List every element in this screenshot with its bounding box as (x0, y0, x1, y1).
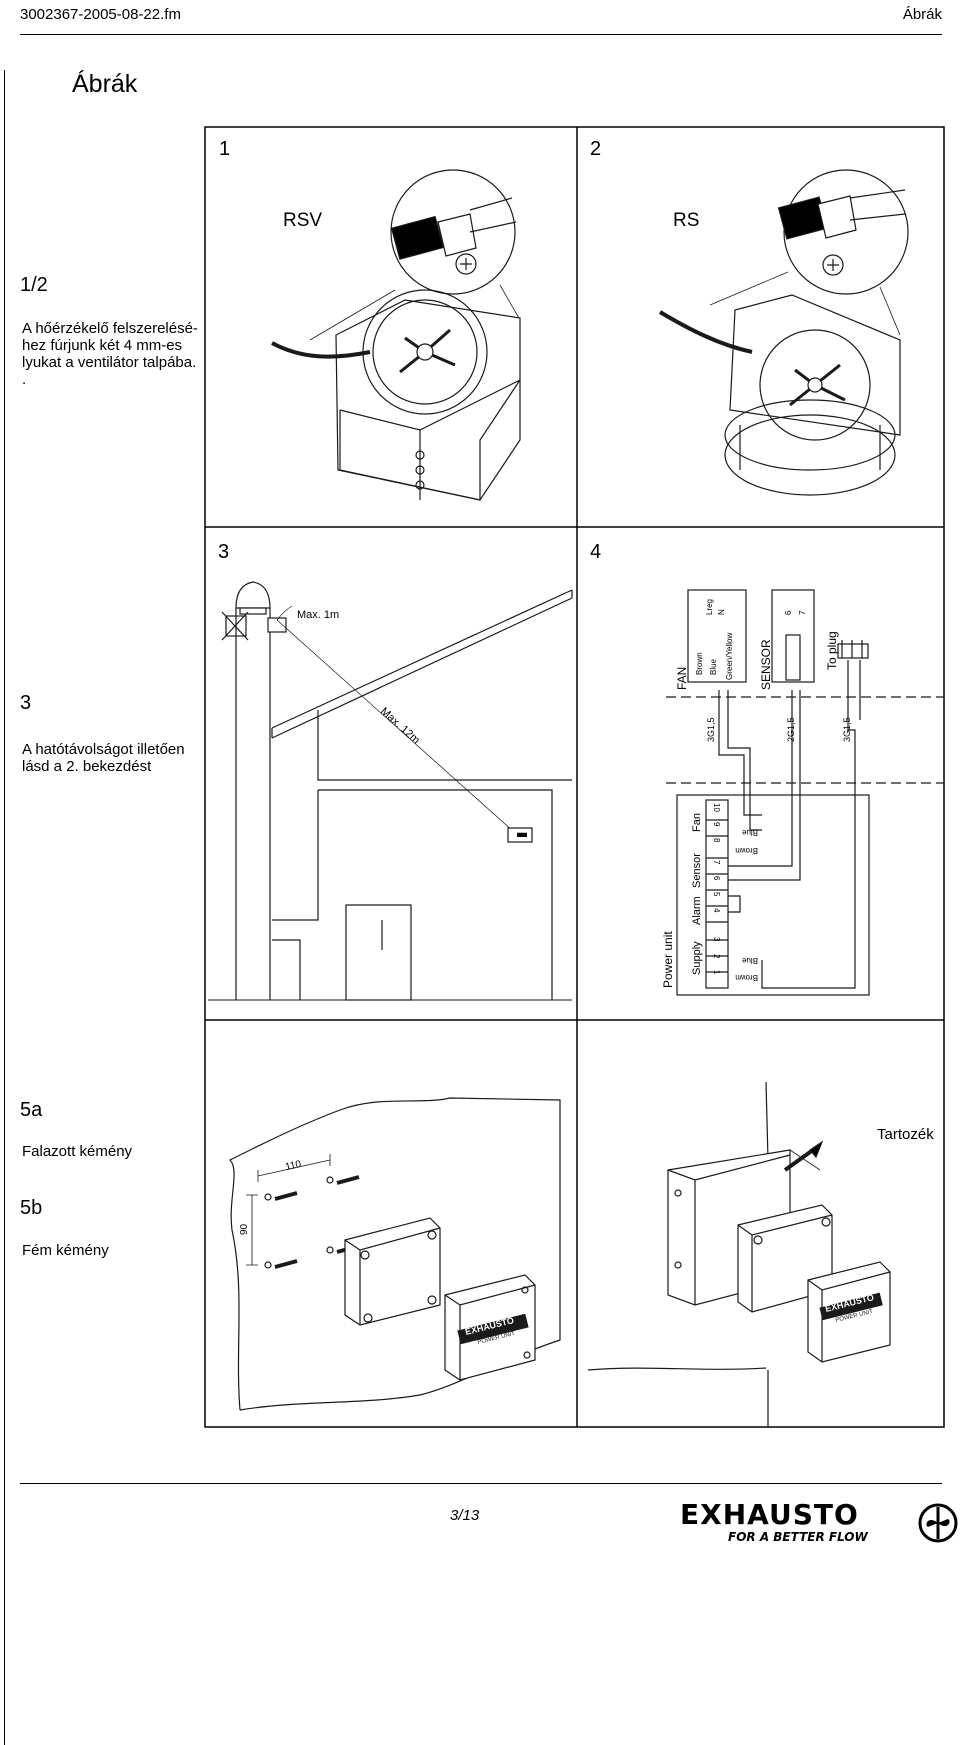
fig4-term-8: 8 (712, 838, 721, 843)
fig4-sensor-label: SENSOR (759, 639, 773, 690)
note-5a-text: Falazott kémény (22, 1143, 133, 1160)
fig3-max1-label: Max. 1m (297, 609, 339, 621)
footer-page-number: 3/13 (450, 1507, 480, 1524)
note-1-2-text: A hőérzékelő felszerelésé- hez fúrjunk k… (22, 320, 198, 388)
fig4-term-9: 9 (712, 822, 721, 827)
note-5b-heading: 5b (20, 1197, 43, 1219)
cell-1-number: 1 (219, 138, 230, 160)
fig5a-dim-110: 110 (284, 1159, 302, 1173)
fig4-group-alarm: Alarm (691, 896, 703, 925)
cell-2-label: RS (673, 210, 699, 231)
fig4-term-2: 2 (712, 954, 721, 959)
fig4-term-lreg: Lreg (705, 599, 714, 615)
fig3-max12-label: Max. 12m (378, 705, 422, 746)
page-title: Ábrák (72, 70, 138, 98)
fig4-term-6: 6 (712, 876, 721, 881)
fig5a-dim-90: 90 (239, 1223, 250, 1235)
cell-4-number: 4 (590, 541, 601, 563)
note-5b-text: Fém kémény (22, 1242, 109, 1259)
note-3-heading: 3 (20, 692, 32, 714)
fig4-cable-2: 2G1,5 (786, 717, 796, 742)
header-section: Ábrák (902, 6, 942, 23)
margin-rule (4, 70, 5, 1745)
fig4-group-supply: Supply (691, 941, 703, 975)
fig5-accessory-label: Tartozék (877, 1126, 934, 1143)
footer-rule (20, 1483, 942, 1484)
figure-2-rs-drawing (658, 169, 909, 496)
fig4-bottom-wire-blue-supply: Blue (741, 956, 758, 965)
figure-5b-mounting-drawing (587, 1081, 891, 1427)
fig4-cable-1: 3G1,5 (706, 717, 716, 742)
fig4-wire-blue: Blue (709, 658, 718, 675)
exhausto-fan-icon (918, 1503, 958, 1543)
fig4-term-5: 5 (712, 892, 721, 897)
fig4-bottom-wire-blue-fan: Blue (741, 828, 758, 837)
footer-logo: EXHAUSTO FOR A BETTER FLOW (680, 1500, 920, 1550)
fig4-sensor-term-6: 6 (784, 610, 793, 615)
header-rule (20, 34, 942, 35)
fig4-term-4: 4 (712, 908, 721, 913)
fig4-fan-label: FAN (675, 667, 689, 690)
fig4-sensor-term-7: 7 (798, 610, 807, 615)
note-3-text: A hatótávolságot illetően lásd a 2. beke… (22, 741, 185, 775)
footer-slogan: FOR A BETTER FLOW (728, 1530, 868, 1544)
note-5a-heading: 5a (20, 1099, 43, 1121)
figure-grid: 1 2 RSV RS 3 4 (204, 126, 945, 1428)
fig4-term-1: 1 (712, 970, 721, 975)
header-file-name: 3002367-2005-08-22.fm (20, 6, 181, 23)
fig4-term-n: N (717, 609, 726, 615)
fig4-labels: FAN SENSOR To plug Brown Blue Green/Yell… (661, 599, 852, 988)
grid-frame (204, 126, 945, 1428)
note-1-2-heading: 1/2 (20, 274, 48, 296)
fig4-bottom-wire-brown-fan: Brown (735, 846, 758, 855)
fig4-group-fan: Fan (691, 813, 703, 832)
fig4-wire-green-yellow: Green/Yellow (725, 632, 734, 680)
fig4-cable-3: 3G1,5 (842, 717, 852, 742)
svg-text:▀▀: ▀▀ (517, 832, 527, 841)
figure-4-wiring-drawing (666, 589, 944, 996)
cell-1-label: RSV (283, 210, 322, 231)
fig4-wire-brown: Brown (695, 652, 704, 675)
fig4-term-3: 3 (712, 937, 721, 942)
cell-2-number: 2 (590, 138, 601, 160)
figure-1-rsv-drawing (271, 169, 521, 501)
footer-brand: EXHAUSTO (680, 1498, 859, 1531)
fig4-power-unit: Power unit (661, 931, 675, 988)
fig4-term-7: 7 (712, 860, 721, 865)
fig4-term-10: 10 (712, 803, 721, 812)
figure-5a-mounting-drawing (228, 1097, 561, 1411)
fig4-to-plug-label: To plug (825, 631, 839, 670)
fig4-group-sensor: Sensor (691, 853, 703, 888)
cell-3-number: 3 (218, 541, 229, 563)
figure-3-house-drawing: ▀▀ (208, 581, 573, 1001)
fig4-bottom-wire-brown-supply: Brown (735, 973, 758, 982)
